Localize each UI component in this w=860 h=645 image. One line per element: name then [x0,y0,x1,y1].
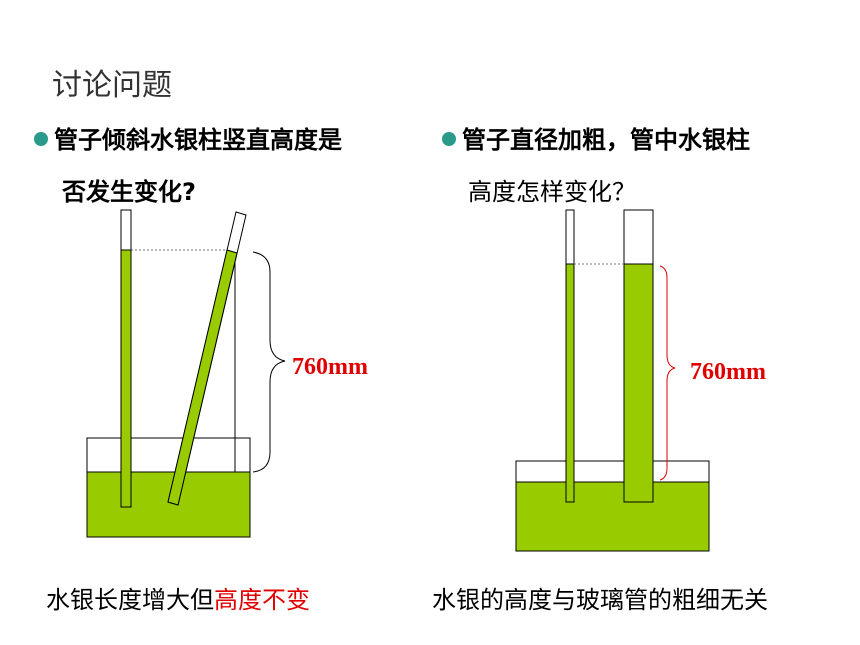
right-height-label: 760mm [690,359,766,385]
left-conclusion-normal: 水银长度增大但 [46,586,214,614]
left-question-line1: 管子倾斜水银柱竖直高度是 [54,126,342,154]
right-thin-tube-mercury [565,263,575,503]
left-basin-mercury [86,471,251,538]
left-conclusion: 水银长度增大但高度不变 [46,580,310,615]
right-conclusion: 水银的高度与玻璃管的粗细无关 [432,586,768,614]
left-question-line2: 否发生变化? [62,178,196,206]
right-basin-mercury [515,481,710,552]
right-height-brace [659,265,676,481]
left-tilted-tube-mercury [167,249,238,506]
page-title: 讨论问题 [52,68,172,103]
right-thick-tube-mercury [623,263,654,503]
left-conclusion-highlight: 高度不变 [214,586,310,614]
right-question-line2: 高度怎样变化？ [468,178,636,206]
bullet-dot-left [34,131,48,150]
left-height-label: 760mm [292,354,368,380]
right-question-line1: 管子直径加粗，管中水银柱 [462,126,750,154]
bullet-dot-right [442,131,456,150]
left-vertical-tube-mercury [120,249,132,508]
left-height-brace [252,251,286,473]
